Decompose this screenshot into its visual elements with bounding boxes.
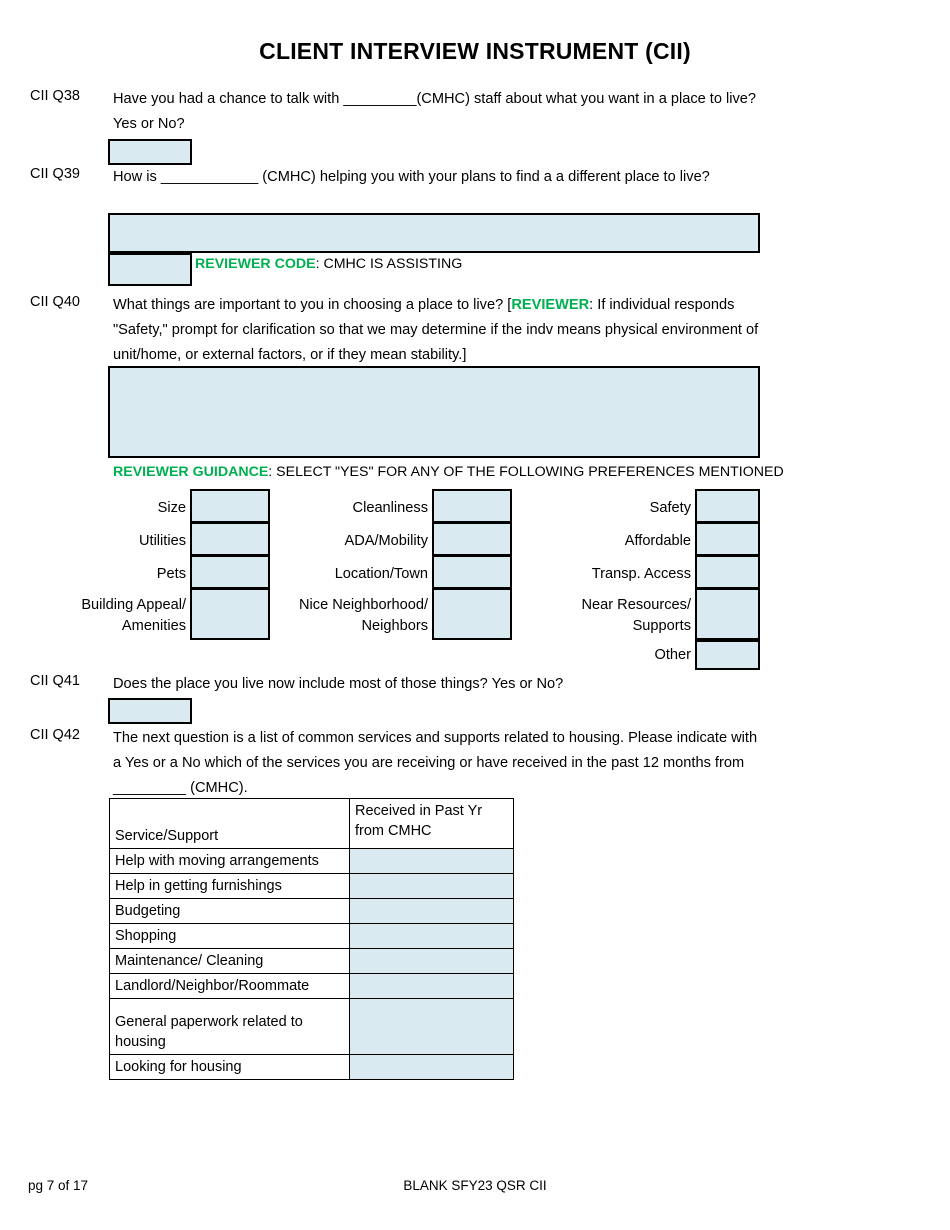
pref-label-other: Other [654,647,692,663]
service-name: Looking for housing [109,1054,350,1080]
service-received-box[interactable] [349,898,514,924]
service-received-box[interactable] [349,948,514,974]
service-name: Help in getting furnishings [109,873,350,899]
table-row: Help with moving arrangements [109,848,514,874]
pref-label-affordable: Affordable [624,533,691,549]
pref-box-affordable[interactable] [695,522,760,556]
pref-label-nice-neighborhood: Nice Neighborhood/ Neighbors [299,597,428,634]
question-label-q38: CII Q38 [30,88,80,104]
pref-box-safety[interactable] [695,489,760,523]
pref-label-location-town: Location/Town [334,566,428,582]
pref-box-near-resources[interactable] [695,588,760,640]
question-text-q40: What things are important to you in choo… [113,293,778,368]
answer-box-q39-reviewer-code[interactable] [108,253,192,286]
pref-label-transp-access: Transp. Access [591,566,691,582]
question-text-q42: The next question is a list of common se… [113,730,758,796]
answer-box-q41[interactable] [108,698,192,724]
question-label-q41: CII Q41 [30,673,80,689]
reviewer-guidance-prefix: REVIEWER GUIDANCE [113,464,269,480]
service-name: Budgeting [109,898,350,924]
reviewer-guidance: REVIEWER GUIDANCE: SELECT "YES" FOR ANY … [113,464,784,480]
question-text-q39: How is ____________ (CMHC) helping you w… [113,169,710,185]
service-name: General paperwork related to housing [109,998,350,1055]
table-header-received: Received in Past Yr from CMHC [349,798,514,849]
service-name: Shopping [109,923,350,949]
reviewer-code-text: : CMHC IS ASSISTING [315,256,463,272]
pref-label-utilities: Utilities [138,533,186,549]
question-text-q38: Have you had a chance to talk with _____… [113,91,757,132]
pref-label-safety: Safety [649,500,691,516]
pref-label-ada-mobility: ADA/Mobility [344,533,428,549]
service-name: Help with moving arrangements [109,848,350,874]
pref-label-cleanliness: Cleanliness [352,500,428,516]
pref-box-other[interactable] [695,640,760,670]
service-received-box[interactable] [349,973,514,999]
table-row: General paperwork related to housing [109,998,514,1055]
q40-text-part1: What things are important to you in choo… [113,297,512,313]
question-label-q40: CII Q40 [30,294,80,310]
reviewer-code-prefix: REVIEWER CODE [195,256,316,272]
pref-box-location-town[interactable] [432,555,512,589]
table-row: Shopping [109,923,514,949]
table-row: Budgeting [109,898,514,924]
service-received-box[interactable] [349,873,514,899]
table-header-row: Service/Support Received in Past Yr from… [109,798,514,849]
service-name: Landlord/Neighbor/Roommate [109,973,350,999]
table-row: Looking for housing [109,1054,514,1080]
footer-doc-id: BLANK SFY23 QSR CII [403,1178,547,1193]
footer-page-number: pg 7 of 17 [28,1178,89,1193]
pref-label-size: Size [157,500,186,516]
table-row: Landlord/Neighbor/Roommate [109,973,514,999]
service-name: Maintenance/ Cleaning [109,948,350,974]
pref-box-nice-neighborhood[interactable] [432,588,512,640]
services-table: Service/Support Received in Past Yr from… [109,798,514,1080]
pref-box-cleanliness[interactable] [432,489,512,523]
question-text-q41: Does the place you live now include most… [113,676,564,692]
answer-box-q38[interactable] [108,139,192,165]
service-received-box[interactable] [349,848,514,874]
table-header-service: Service/Support [109,798,350,849]
question-label-q39: CII Q39 [30,166,80,182]
answer-box-q39-narrative[interactable] [108,213,760,253]
table-header-received-line1: Received in Past Yr [355,803,483,819]
question-label-q42: CII Q42 [30,727,80,743]
pref-label-near-resources: Near Resources/ Supports [581,597,692,634]
table-row: Maintenance/ Cleaning [109,948,514,974]
pref-box-transp-access[interactable] [695,555,760,589]
table-header-received-line2: from CMHC [355,823,432,839]
pref-box-size[interactable] [190,489,270,523]
service-received-box[interactable] [349,923,514,949]
q40-reviewer-tag: REVIEWER [511,297,590,313]
table-row: Help in getting furnishings [109,873,514,899]
pref-box-building-appeal[interactable] [190,588,270,640]
q40-text-part2: : If individual responds "Safety," promp… [113,297,759,363]
reviewer-guidance-text: : SELECT "YES" FOR ANY OF THE FOLLOWING … [268,464,784,480]
page-title: CLIENT INTERVIEW INSTRUMENT (CII) [259,38,691,64]
pref-box-pets[interactable] [190,555,270,589]
pref-box-ada-mobility[interactable] [432,522,512,556]
pref-label-pets: Pets [156,566,186,582]
pref-label-building-appeal: Building Appeal/ Amenities [81,597,186,634]
answer-box-q40-narrative[interactable] [108,366,760,458]
service-received-box[interactable] [349,1054,514,1080]
service-received-box[interactable] [349,998,514,1055]
pref-box-utilities[interactable] [190,522,270,556]
reviewer-code-note: REVIEWER CODE: CMHC IS ASSISTING [195,256,462,272]
